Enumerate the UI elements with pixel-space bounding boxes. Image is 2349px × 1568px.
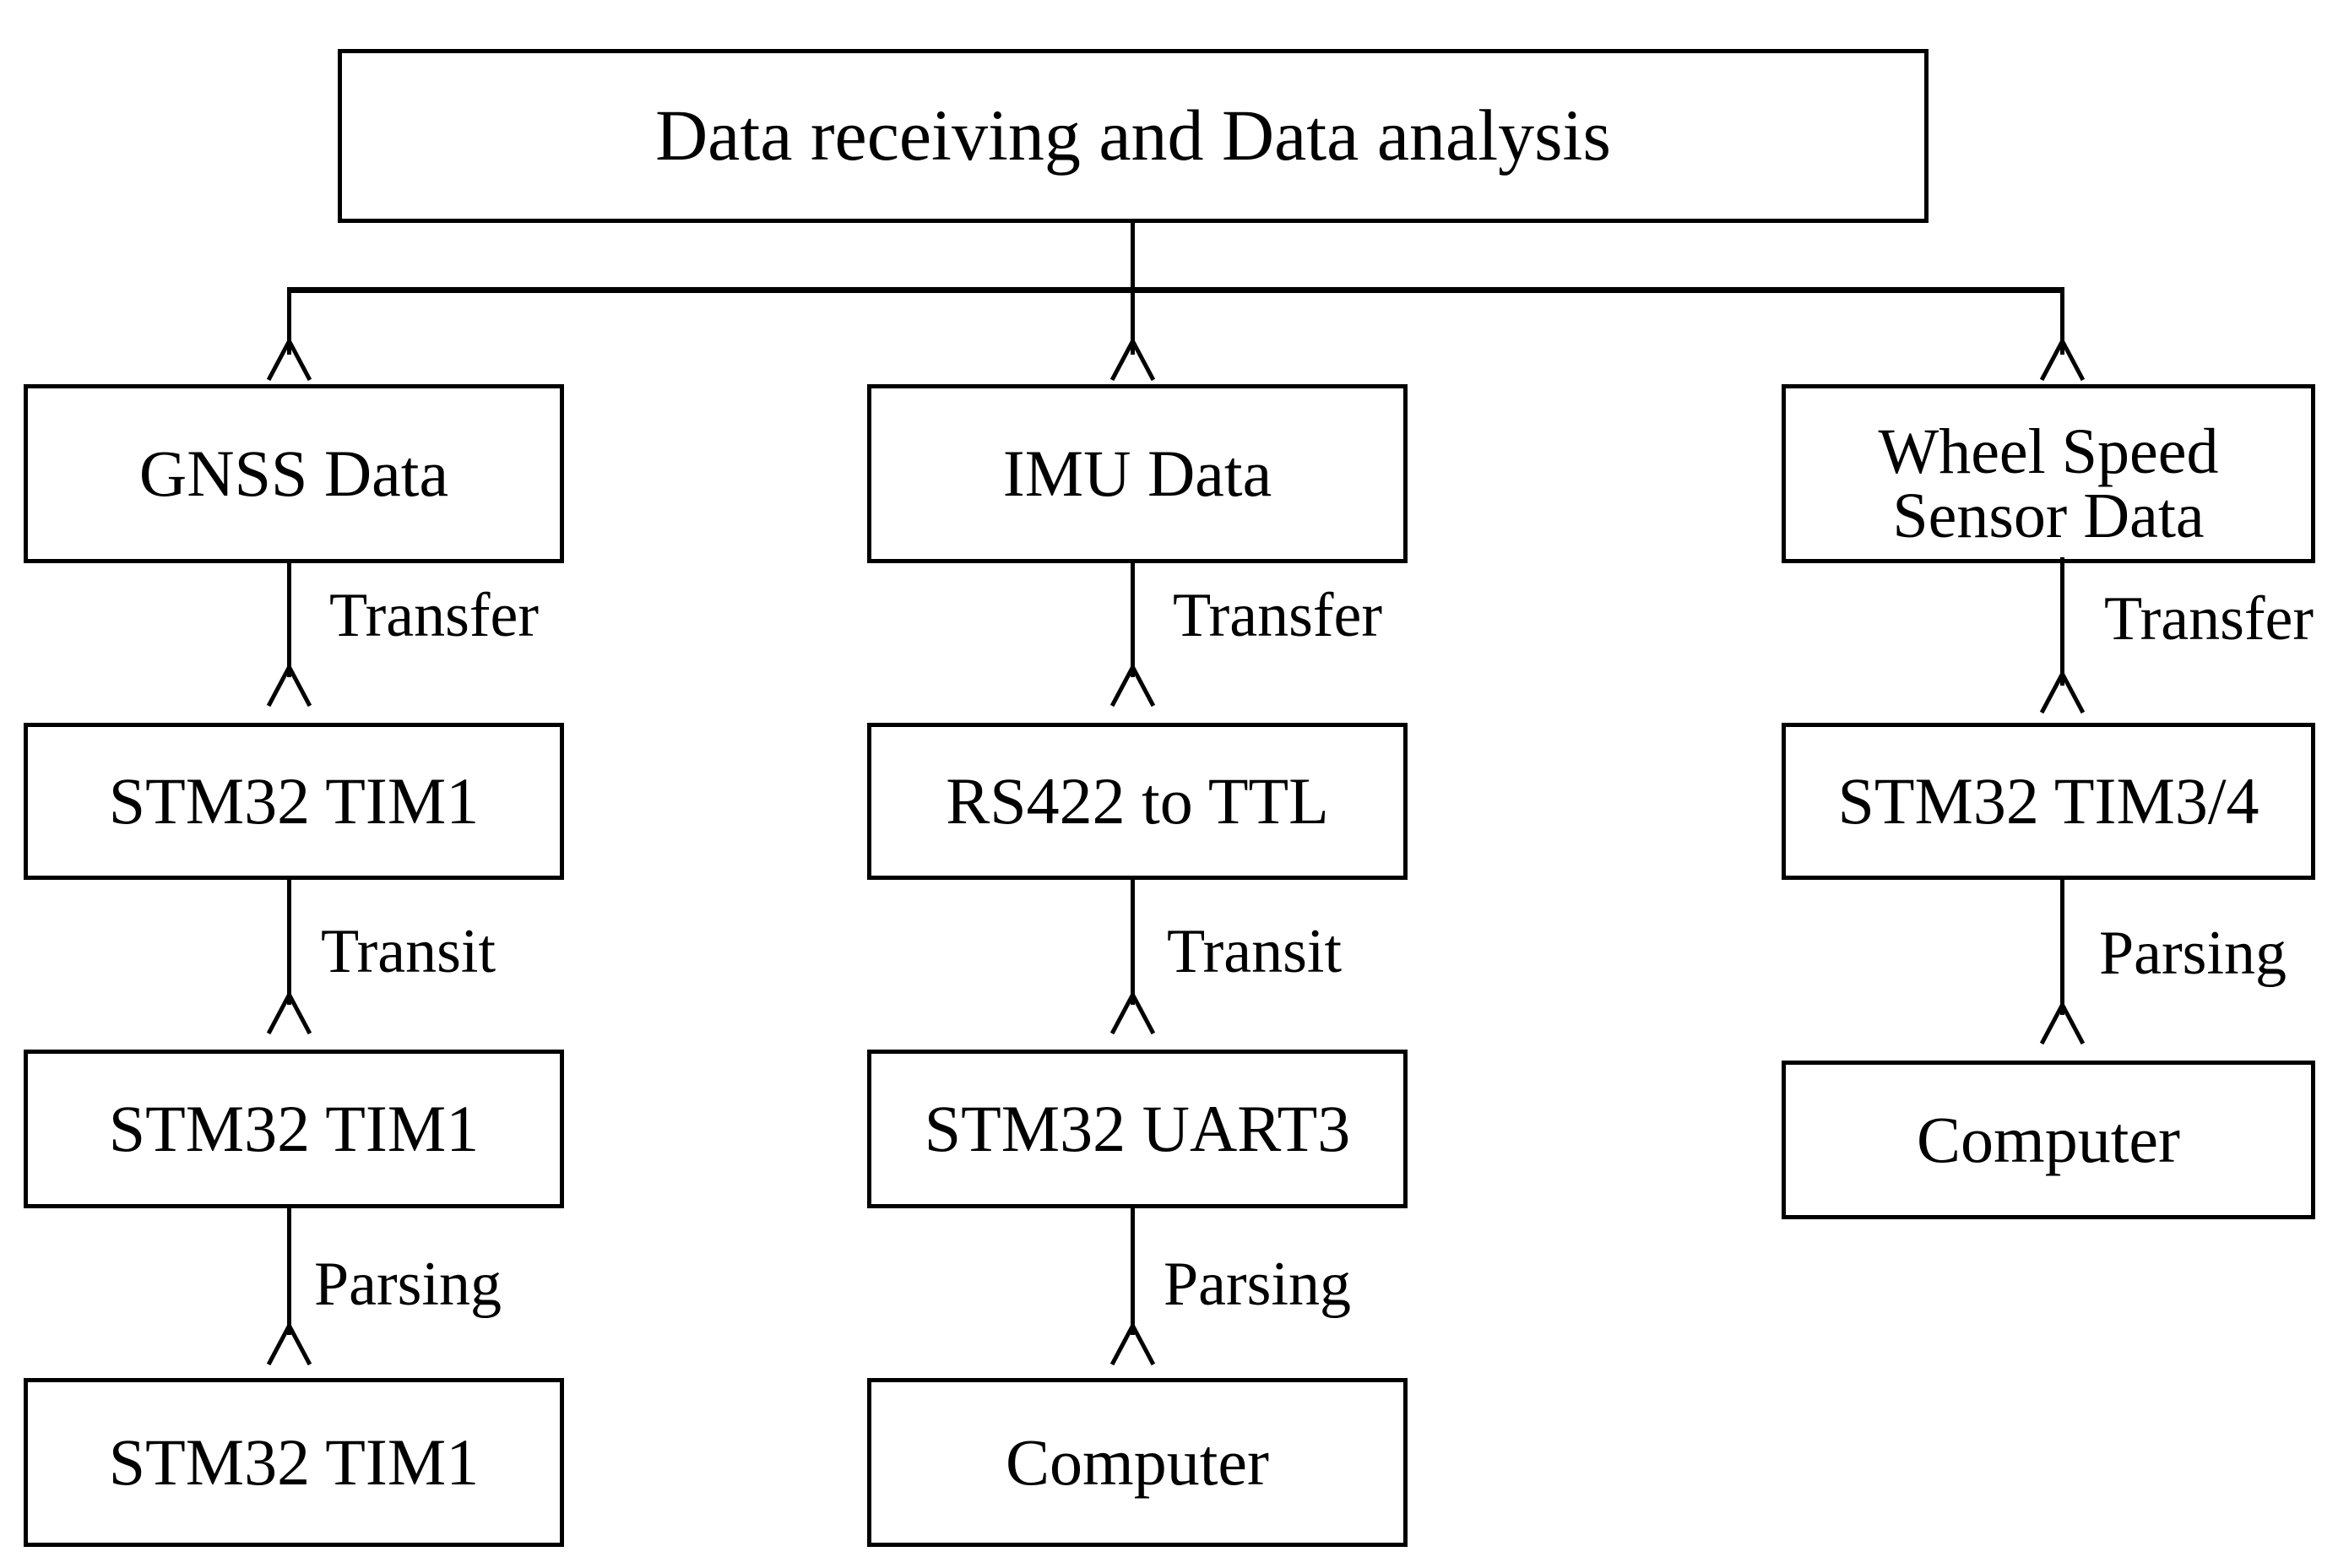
node-wheel-computer: Computer: [1782, 1061, 2315, 1219]
edge-label-gnss-transit: Transit: [321, 917, 496, 986]
connector-gnss-2-3: [287, 880, 291, 1005]
arrowhead-wheel-1-2-icon: [2042, 674, 2080, 713]
arrowhead-wheel-2-3-icon: [2042, 1005, 2080, 1044]
node-label: GNSS Data: [138, 436, 449, 510]
arrowhead-gnss-3-4-icon: [269, 1326, 307, 1365]
edge-label-imu-transit: Transit: [1167, 917, 1343, 986]
node-label: RS422 to TTL: [946, 763, 1329, 838]
node-imu-data: IMU Data: [867, 384, 1408, 563]
node-label: Computer: [1006, 1424, 1269, 1499]
connector-root-to-gnss: [287, 287, 291, 355]
edge-label-gnss-parsing: Parsing: [314, 1250, 502, 1319]
connector-root-to-wheel: [2060, 287, 2064, 355]
connector-imu-1-2: [1131, 563, 1135, 677]
node-label: STM32 UART3: [924, 1091, 1351, 1165]
arrowhead-imu-1-2-icon: [1112, 667, 1151, 706]
node-imu-computer: Computer: [867, 1378, 1408, 1547]
arrowhead-imu-3-4-icon: [1112, 1326, 1151, 1365]
node-imu-rs422-to-ttl: RS422 to TTL: [867, 723, 1408, 880]
connector-wheel-2-3: [2060, 880, 2064, 1015]
connector-gnss-3-4: [287, 1208, 291, 1335]
node-label: STM32 TIM1: [108, 1424, 480, 1499]
connector-wheel-1-2: [2060, 557, 2064, 686]
connector-root-to-imu: [1131, 287, 1135, 355]
edge-label-wheel-transfer: Transfer: [2104, 584, 2314, 654]
node-label: IMU Data: [1002, 436, 1272, 510]
arrowhead-gnss-2-3-icon: [269, 995, 307, 1034]
node-label: Data receiving and Data analysis: [655, 95, 1611, 176]
node-gnss-stm32-tim1-capture: STM32 TIM1: [24, 723, 564, 880]
node-wheel-speed-sensor-data: Wheel Speed Sensor Data: [1782, 384, 2315, 563]
arrowhead-root-to-gnss-icon: [269, 341, 307, 380]
arrowhead-gnss-1-2-icon: [269, 667, 307, 706]
node-data-receiving-and-data-analysis: Data receiving and Data analysis: [338, 49, 1929, 223]
connector-root-stem: [1131, 223, 1135, 292]
connector-root-bus: [287, 287, 2064, 293]
node-imu-stm32-uart3: STM32 UART3: [867, 1050, 1408, 1208]
arrowhead-imu-2-3-icon: [1112, 995, 1151, 1034]
node-label: Computer: [1917, 1102, 2180, 1176]
node-label: Wheel Speed Sensor Data: [1878, 416, 2219, 551]
node-wheel-stm32-tim34: STM32 TIM3/4: [1782, 723, 2315, 880]
connector-imu-2-3: [1131, 880, 1135, 1005]
node-label: STM32 TIM1: [108, 1091, 480, 1165]
connector-imu-3-4: [1131, 1208, 1135, 1335]
node-gnss-stm32-tim1-transit: STM32 TIM1: [24, 1050, 564, 1208]
arrowhead-root-to-wheel-icon: [2042, 341, 2080, 380]
node-label: STM32 TIM3/4: [1837, 763, 2259, 838]
edge-label-imu-transfer: Transfer: [1173, 581, 1383, 650]
edge-label-wheel-parsing: Parsing: [2099, 919, 2287, 988]
node-label: STM32 TIM1: [108, 763, 480, 838]
arrowhead-root-to-imu-icon: [1112, 341, 1151, 380]
node-gnss-data: GNSS Data: [24, 384, 564, 563]
edge-label-gnss-transfer: Transfer: [329, 581, 540, 650]
node-gnss-stm32-tim1-parsing: STM32 TIM1: [24, 1378, 564, 1547]
edge-label-imu-parsing: Parsing: [1164, 1250, 1351, 1319]
connector-gnss-1-2: [287, 563, 291, 677]
